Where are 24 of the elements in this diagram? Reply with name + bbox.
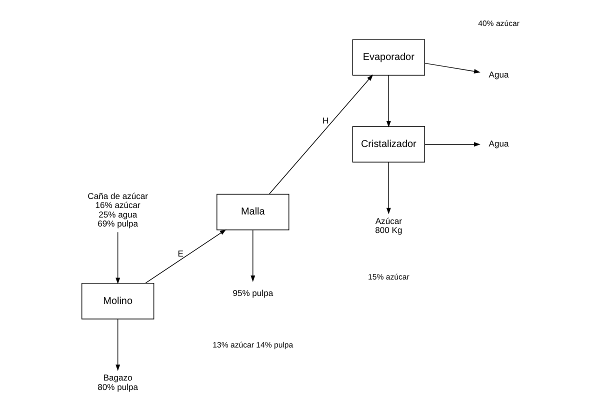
arrow (144, 229, 226, 284)
node-box: Malla (216, 194, 289, 230)
node-text: Agua (488, 69, 508, 80)
node-box: Evaporador (352, 39, 425, 76)
node-text: Caña de azúcar 16% azúcar 25% agua 69% pulpa (87, 190, 148, 229)
label: 13% azúcar 14% pulpa (212, 340, 293, 350)
arrow (386, 75, 390, 128)
node-text: Bagazo 80% pulpa (97, 372, 138, 392)
arrow (250, 230, 255, 282)
node-text: Azúcar 800 Kg (374, 216, 402, 236)
node-text: 95% pulpa (232, 288, 273, 298)
node-text: Agua (488, 138, 508, 149)
arrow (424, 142, 480, 147)
arrow (115, 318, 120, 372)
arrow (386, 162, 390, 214)
arrow (115, 232, 120, 284)
node-box: Cristalizador (352, 126, 425, 163)
edge-label: E (177, 248, 183, 259)
node-box: Molino (81, 282, 154, 320)
label: 40% azúcar (478, 18, 519, 28)
arrow (268, 74, 373, 194)
edge-label: H (322, 115, 328, 126)
label: 15% azúcar (367, 272, 409, 282)
arrow (424, 62, 480, 74)
